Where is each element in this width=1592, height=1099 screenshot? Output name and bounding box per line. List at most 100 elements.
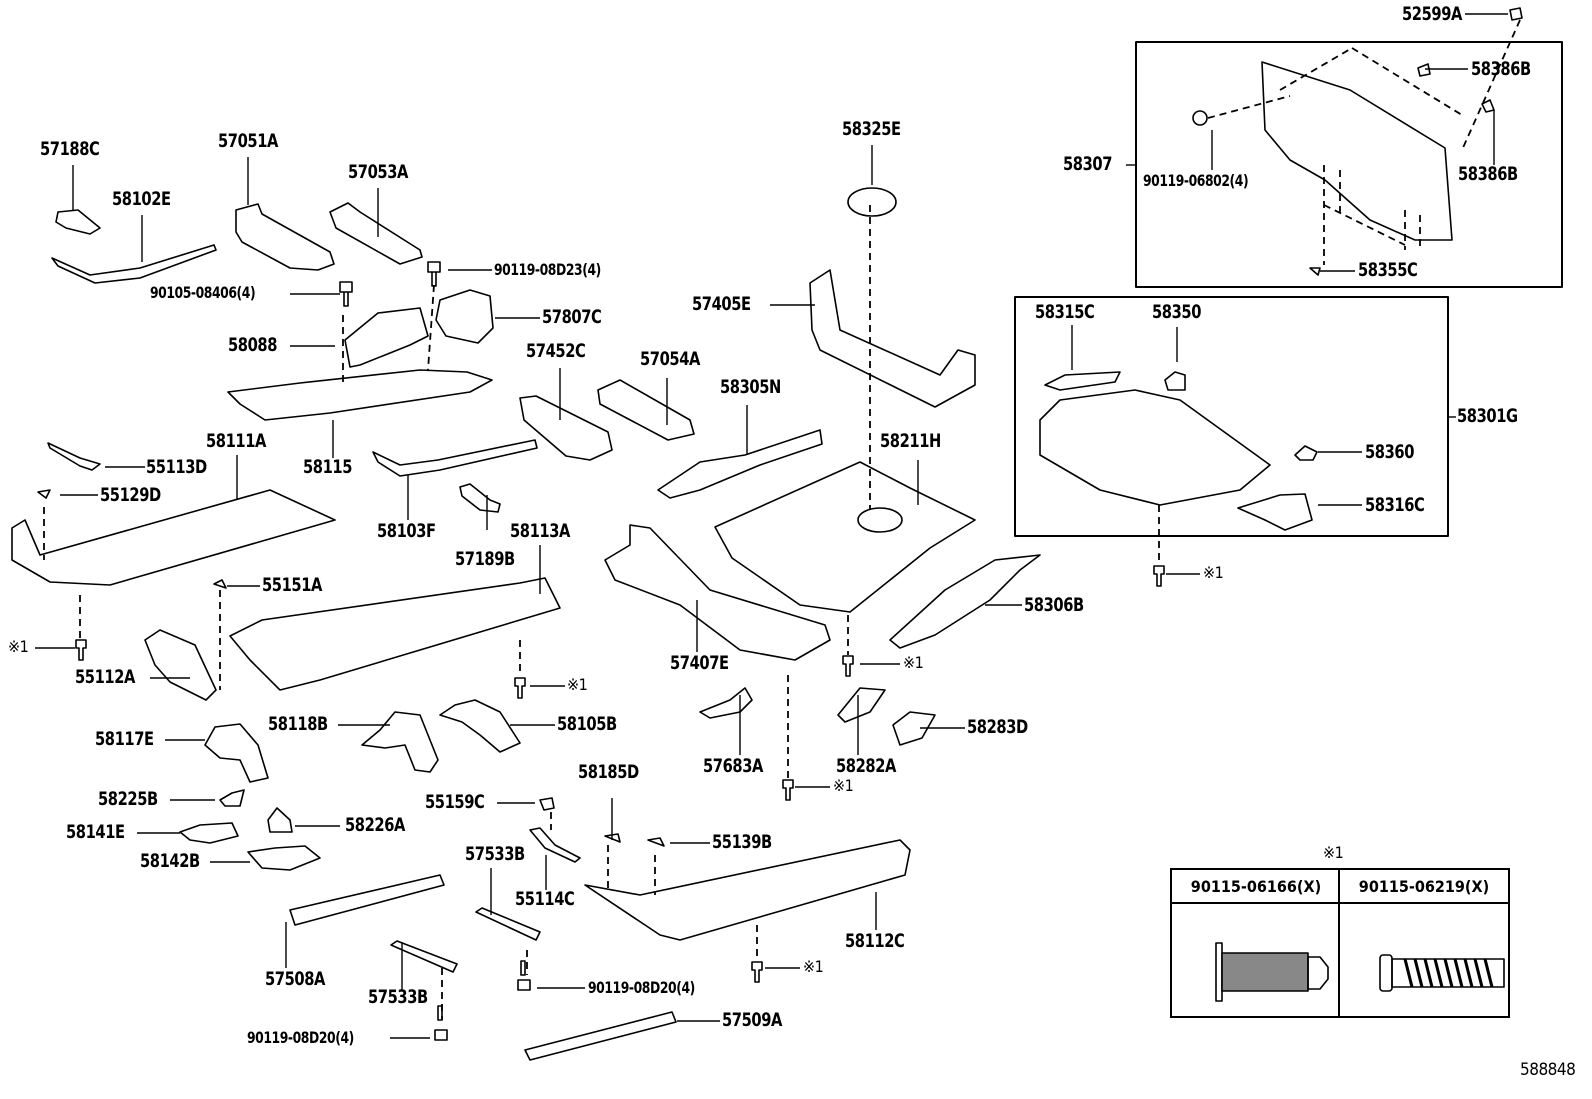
part-label-58103F[interactable]: 58103F [377,520,436,542]
part-label-58111A[interactable]: 58111A [206,430,266,452]
part-label-57053A[interactable]: 57053A [348,161,408,183]
part-label-55159C[interactable]: 55159C [425,791,485,813]
part-label-57533B-upper[interactable]: 57533B [465,843,525,865]
part-55129D-shape [37,489,51,499]
part-55114C-shape [529,827,581,863]
part-label-57452C[interactable]: 57452C [526,340,586,362]
part-57509A-shape [524,1011,677,1061]
part-label-58306B[interactable]: 58306B [1024,594,1084,616]
part-label-90105-08406[interactable]: 90105-08406(4) [150,283,256,302]
part-58305N-shape [657,429,823,499]
clip-icon [751,961,763,983]
part-label-58105B[interactable]: 58105B [557,713,617,735]
part-58301G-shape [1039,389,1271,506]
part-label-58283D[interactable]: 58283D [967,716,1028,738]
part-label-57051A[interactable]: 57051A [218,130,278,152]
part-55113D-shape [47,442,101,471]
part-55151A-shape [213,579,227,589]
part-label-58301G[interactable]: 58301G [1457,405,1518,427]
part-label-57407E[interactable]: 57407E [670,652,729,674]
part-label-58211H[interactable]: 58211H [880,430,941,452]
reference-mark-2: ※1 [567,675,588,694]
part-label-58315C[interactable]: 58315C [1035,301,1095,323]
part-58142B-shape [247,845,321,871]
part-label-58117E[interactable]: 58117E [95,728,154,750]
part-label-55139B[interactable]: 55139B [712,831,772,853]
part-label-58088[interactable]: 58088 [228,334,277,356]
part-52599A-shape [1509,7,1523,21]
part-label-58102E[interactable]: 58102E [112,188,171,210]
part-label-58282A[interactable]: 58282A [836,755,896,777]
part-58226A-shape [267,807,293,833]
part-label-58185D[interactable]: 58185D [578,761,639,783]
reference-table-title: ※1 [1323,843,1344,862]
part-label-55112A[interactable]: 55112A [75,666,135,688]
part-label-58305N[interactable]: 58305N [720,376,781,398]
part-58307-shape [1261,61,1453,241]
part-label-58225B[interactable]: 58225B [98,788,158,810]
reference-part-number-2[interactable]: 90115-06219(X) [1340,870,1508,904]
part-label-55113D[interactable]: 55113D [146,456,207,478]
part-58111A-shape [11,489,336,586]
part-label-58386B-upper[interactable]: 58386B [1471,58,1531,80]
part-58113A-shape [229,577,561,691]
part-58211H-shape [714,461,976,613]
part-label-57807C[interactable]: 57807C [542,306,602,328]
reference-mark-3: ※1 [903,653,924,672]
part-58306B-shape [889,554,1041,649]
part-label-57405E[interactable]: 57405E [692,293,751,315]
assembly-lines [43,19,1521,1020]
part-label-57054A[interactable]: 57054A [640,348,700,370]
part-label-58113A[interactable]: 58113A [510,520,570,542]
part-label-58141E[interactable]: 58141E [66,821,125,843]
part-57189B-shape [459,483,501,513]
part-label-55151A[interactable]: 55151A [262,574,322,596]
part-58316C-shape [1237,493,1313,531]
part-label-52599A[interactable]: 52599A [1402,3,1462,25]
part-57188C-shape [55,209,101,235]
part-label-58115[interactable]: 58115 [303,456,352,478]
part-57051A-shape [235,203,335,271]
clip-icon [842,655,854,677]
part-label-58355C[interactable]: 58355C [1358,259,1418,281]
part-57533B-a-shape [475,907,541,941]
part-label-58325E[interactable]: 58325E [842,118,901,140]
reference-mark-1: ※1 [8,637,29,656]
clip-icon [782,779,794,801]
part-label-57683A[interactable]: 57683A [703,755,763,777]
part-57508A-shape [289,874,445,926]
part-57683A-shape [699,687,753,719]
part-57405E-shape [809,269,976,408]
part-58141E-shape [179,822,239,844]
part-label-58386B-lower[interactable]: 58386B [1458,163,1518,185]
part-label-58316C[interactable]: 58316C [1365,494,1425,516]
part-label-58112C[interactable]: 58112C [845,930,905,952]
part-label-58142B[interactable]: 58142B [140,850,200,872]
part-label-57533B-lower[interactable]: 57533B [368,986,428,1008]
part-label-90119-08D23[interactable]: 90119-08D23(4) [494,260,601,279]
part-label-57509A[interactable]: 57509A [722,1009,782,1031]
part-label-90119-08D20-right[interactable]: 90119-08D20(4) [588,978,695,997]
part-label-90119-08D20-left[interactable]: 90119-08D20(4) [247,1028,354,1047]
bolt-90119-06802-shape [1192,110,1208,126]
clip-icon [75,639,87,661]
part-label-57188C[interactable]: 57188C [40,138,100,160]
part-label-58360[interactable]: 58360 [1365,441,1414,463]
part-label-55129D[interactable]: 55129D [100,484,161,506]
part-58112C-shape [584,839,911,941]
part-58283D-shape [892,711,936,746]
part-label-57508A[interactable]: 57508A [265,968,325,990]
part-label-55114C[interactable]: 55114C [515,888,575,910]
clip-icons [75,565,1165,983]
part-57807C-shape [435,289,494,344]
part-57053A-shape [329,202,423,265]
reference-table-column-2: 90115-06219(X) [1340,870,1508,1016]
part-label-58118B[interactable]: 58118B [268,713,328,735]
reference-part-number-1[interactable]: 90115-06166(X) [1172,870,1340,904]
part-57452C-shape [519,395,613,461]
part-label-57189B[interactable]: 57189B [455,548,515,570]
part-label-58350[interactable]: 58350 [1152,301,1201,323]
part-label-58226A[interactable]: 58226A [345,814,405,836]
part-label-90119-06802[interactable]: 90119-06802(4) [1143,171,1249,190]
part-label-58307[interactable]: 58307 [1063,153,1112,175]
